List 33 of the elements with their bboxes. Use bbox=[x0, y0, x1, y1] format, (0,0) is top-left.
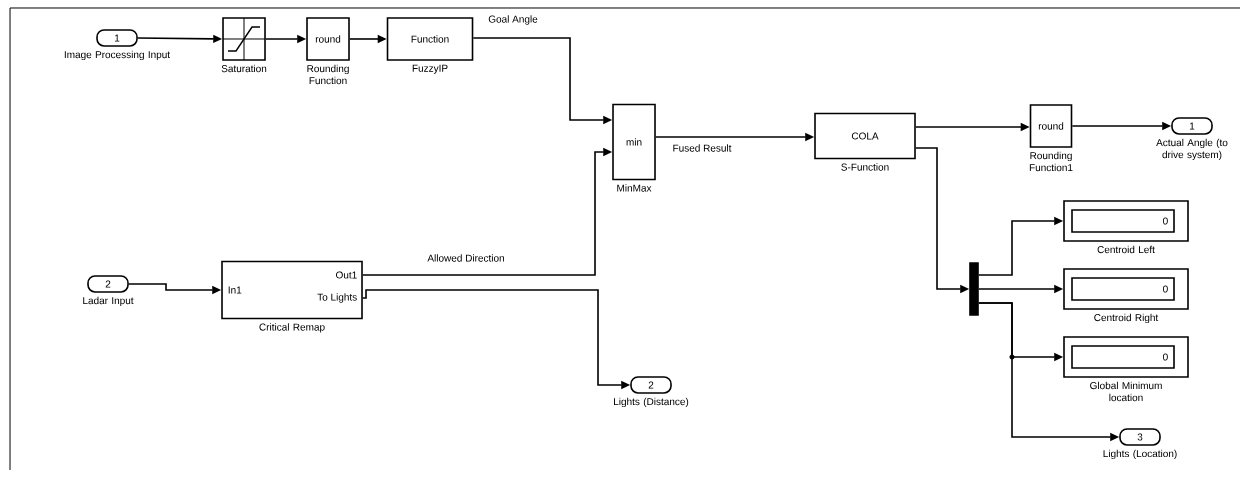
saturation-block bbox=[222, 17, 266, 61]
block-caption: Centroid Left bbox=[1097, 245, 1155, 254]
display-block: 0 bbox=[1063, 200, 1189, 242]
port-block: 2 bbox=[630, 376, 672, 394]
block-caption: Image Processing Input bbox=[64, 50, 170, 61]
block-caption: Lights (Location) bbox=[1103, 449, 1177, 460]
block-caption: Saturation bbox=[221, 64, 267, 73]
block-caption: Centroid Right bbox=[1094, 313, 1159, 324]
edge-label: Goal Angle bbox=[487, 14, 539, 26]
function-block: round bbox=[1029, 104, 1073, 148]
block-caption: FuzzyIP bbox=[412, 64, 448, 74]
port-block: 1 bbox=[96, 29, 138, 47]
edge-label: Allowed Direction bbox=[426, 253, 506, 263]
function-block: min bbox=[612, 103, 656, 181]
block-caption: Ladar Input bbox=[83, 296, 134, 307]
display-block: 0 bbox=[1063, 336, 1189, 378]
port-block: 3 bbox=[1119, 428, 1161, 446]
port-block: 2 bbox=[87, 275, 129, 293]
subsystem-block: In1 Out1 To Lights bbox=[221, 260, 363, 320]
block-caption: S-Function bbox=[841, 163, 889, 171]
function-block: round bbox=[306, 17, 350, 61]
function-block: COLA bbox=[814, 112, 916, 160]
block-caption: Rounding Function bbox=[307, 64, 349, 85]
block-caption: Actual Angle (to drive system) bbox=[1156, 138, 1228, 161]
block-caption: Global Minimum location bbox=[1090, 381, 1162, 402]
block-caption: Lights (Distance) bbox=[614, 397, 689, 408]
display-block: 0 bbox=[1063, 268, 1189, 310]
block-caption: Critical Remap bbox=[259, 323, 325, 333]
port-block: 1 bbox=[1171, 117, 1213, 135]
function-block: Function bbox=[386, 17, 474, 61]
block-caption: MinMax bbox=[617, 184, 652, 192]
edge-label: Fused Result bbox=[671, 143, 733, 153]
block-caption: Rounding Function1 bbox=[1029, 151, 1073, 172]
